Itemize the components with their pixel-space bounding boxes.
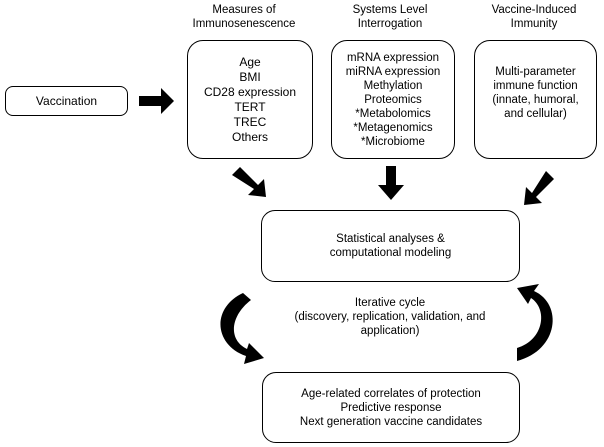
outcome-line: Predictive response [340, 401, 442, 414]
arrow-down-icon [378, 166, 404, 200]
list-item: (innate, humoral, [492, 94, 579, 106]
heading-line: Immunity [510, 18, 558, 30]
list-item: miRNA expression [345, 65, 441, 78]
outcome-line: Age-related correlates of protection [301, 387, 481, 400]
list-item: *Metagenomics [353, 121, 433, 134]
list-item: *Metabolomics [355, 107, 431, 120]
vaccination-box: Vaccination [5, 86, 128, 116]
arrow-down-left-icon [524, 171, 554, 205]
immunosenescence-box: Age BMI CD28 expression TERT TREC Others [187, 40, 313, 159]
cycle-line: Iterative cycle [354, 297, 426, 309]
list-item: CD28 expression [203, 84, 297, 99]
list-item: Proteomics [364, 93, 422, 106]
curved-arrow-right-icon [517, 284, 553, 361]
arrow-down-right-icon [232, 167, 266, 197]
heading-line: Interrogation [357, 18, 423, 30]
heading-line: Measures of [212, 4, 276, 16]
vaccine-immunity-box: Multi-parameter immune function (innate,… [474, 40, 597, 159]
heading-immunosenescence: Measures of Immunosenescence [186, 3, 302, 31]
list-item: TERT [234, 99, 266, 114]
list-item: Multi-parameter [495, 66, 576, 78]
list-item: Methylation [363, 79, 423, 92]
vaccination-label: Vaccination [35, 94, 98, 108]
arrow-right-icon [139, 88, 174, 114]
analysis-box: Statistical analyses & computational mod… [261, 210, 520, 282]
list-item: and cellular) [504, 108, 567, 120]
analysis-line: computational modeling [329, 247, 452, 259]
list-item: Others [231, 129, 268, 144]
heading-systems-level: Systems Level Interrogation [330, 3, 450, 31]
systems-level-box: mRNA expression miRNA expression Methyla… [331, 40, 455, 159]
cycle-line: application) [360, 325, 420, 337]
outcome-line: Next generation vaccine candidates [299, 415, 483, 428]
list-item: *Microbiome [361, 135, 425, 148]
heading-line: Vaccine-Induced [491, 4, 577, 16]
iterative-cycle-text: Iterative cycle (discovery, replication,… [240, 296, 540, 338]
list-item: mRNA expression [346, 51, 440, 64]
list-item: BMI [239, 69, 261, 84]
heading-vaccine-immunity: Vaccine-Induced Immunity [474, 3, 594, 31]
analysis-line: Statistical analyses & [336, 233, 445, 245]
heading-line: Systems Level [352, 4, 428, 16]
curved-arrow-left-icon [220, 293, 264, 364]
heading-line: Immunosenescence [192, 18, 296, 30]
outcome-box: Age-related correlates of protection Pre… [262, 372, 520, 443]
cycle-line: (discovery, replication, validation, and [294, 311, 486, 323]
list-item: Age [239, 54, 261, 69]
list-item: TREC [233, 114, 267, 129]
list-item: immune function [493, 80, 578, 92]
